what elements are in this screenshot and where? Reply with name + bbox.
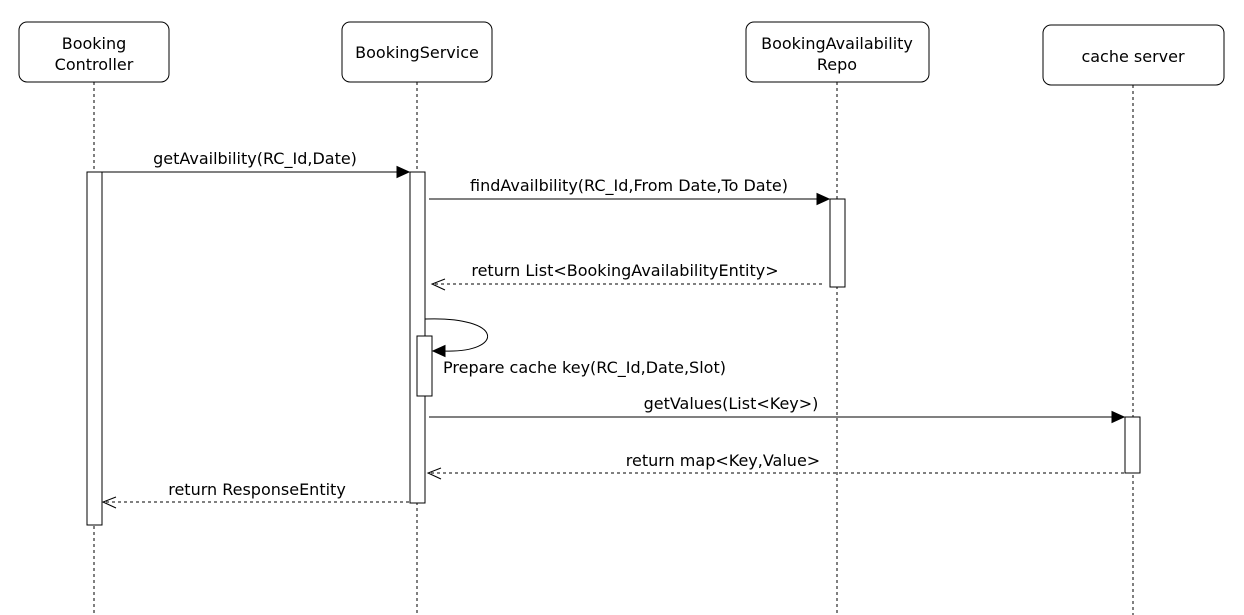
message-get-availability: getAvailbility(RC_Id,Date) xyxy=(102,149,411,179)
return-entity-list-label: return List<BookingAvailabilityEntity> xyxy=(471,261,778,280)
participant-cache-server: cache server xyxy=(1042,24,1225,86)
return-map: return map<Key,Value> xyxy=(426,451,1124,480)
return-entity-list: return List<BookingAvailabilityEntity> xyxy=(430,261,822,291)
return-response-entity: return ResponseEntity xyxy=(101,480,409,509)
activation-availability-repo xyxy=(829,198,846,288)
participant-booking-controller: Booking Controller xyxy=(18,21,170,83)
activation-cache-server xyxy=(1124,416,1141,474)
return-response-entity-label: return ResponseEntity xyxy=(168,480,346,499)
activation-self-call xyxy=(416,335,433,397)
message-get-availability-label: getAvailbility(RC_Id,Date) xyxy=(153,149,357,169)
participant-booking-controller-line2: Controller xyxy=(55,55,134,74)
message-find-availability-label: findAvailbility(RC_Id,From Date,To Date) xyxy=(470,176,788,196)
activation-booking-controller xyxy=(86,171,103,526)
solid-arrowhead-icon xyxy=(1111,410,1126,424)
participant-availability-repo: BookingAvailability Repo xyxy=(745,21,930,83)
message-prepare-cache-key: Prepare cache key(RC_Id,Date,Slot) xyxy=(424,318,726,378)
participant-booking-controller-line1: Booking xyxy=(62,34,127,53)
return-map-label: return map<Key,Value> xyxy=(626,451,820,470)
participant-booking-service: BookingService xyxy=(341,21,493,83)
message-get-values-label: getValues(List<Key>) xyxy=(644,394,819,413)
open-arrowhead-icon xyxy=(430,278,446,291)
message-find-availability: findAvailbility(RC_Id,From Date,To Date) xyxy=(429,176,831,206)
participant-cache-server-label: cache server xyxy=(1081,47,1185,66)
message-prepare-cache-key-label: Prepare cache key(RC_Id,Date,Slot) xyxy=(443,358,726,378)
open-arrowhead-icon xyxy=(426,467,442,480)
message-get-values: getValues(List<Key>) xyxy=(429,394,1126,424)
solid-arrowhead-icon xyxy=(396,165,411,179)
open-arrowhead-icon xyxy=(101,496,117,509)
solid-arrowhead-icon xyxy=(816,192,831,206)
solid-arrowhead-icon xyxy=(431,344,446,358)
participant-availability-repo-line1: BookingAvailability xyxy=(761,34,913,53)
participant-availability-repo-line2: Repo xyxy=(817,55,857,74)
participant-booking-service-label: BookingService xyxy=(355,43,479,62)
